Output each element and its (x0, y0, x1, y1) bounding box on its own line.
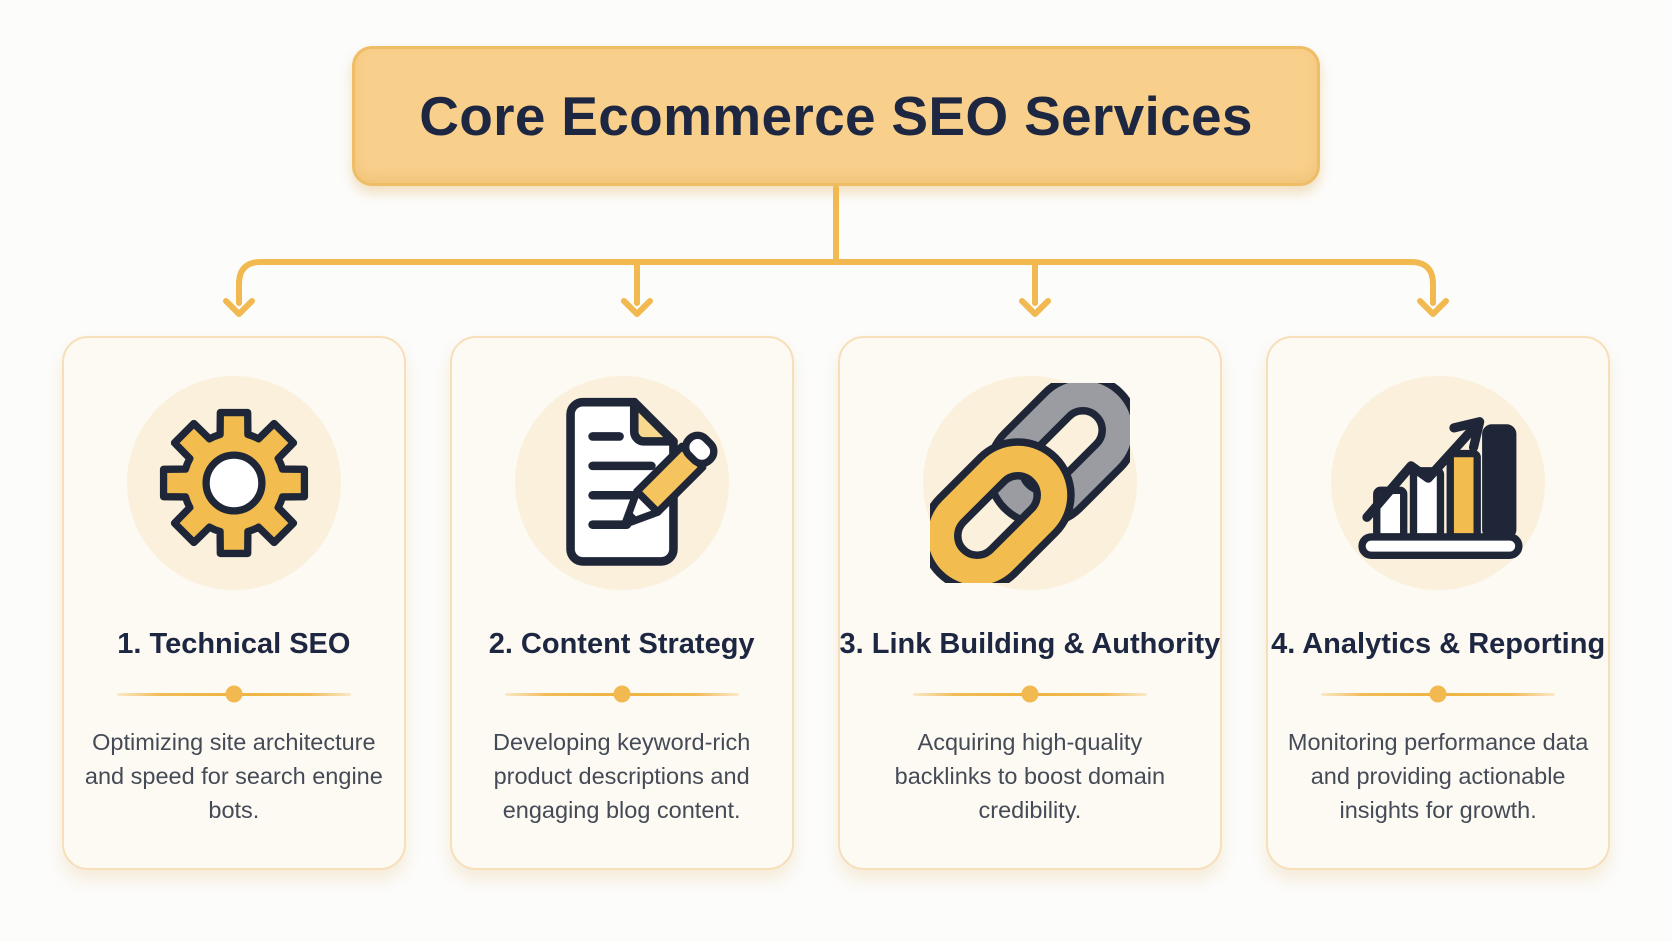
card-title: 3. Link Building & Authority (839, 628, 1221, 660)
card-description: Monitoring performance data and providin… (1287, 729, 1589, 824)
arrowhead-down-icon (621, 298, 653, 317)
gear-icon (159, 408, 308, 558)
card-link-building: 3. Link Building & Authority Acquiring h… (837, 336, 1223, 870)
card-title: 1. Technical SEO (117, 628, 351, 660)
card-title: 2. Content Strategy (488, 628, 755, 660)
document-pencil-icon (565, 397, 718, 566)
icon-circle (922, 376, 1137, 590)
divider (912, 685, 1147, 703)
card-description: Developing keyword-rich product descript… (492, 729, 751, 824)
divider (1321, 685, 1556, 703)
card-description: Acquiring high-quality backlinks to boos… (894, 729, 1166, 824)
icon-circle (1331, 376, 1546, 590)
divider-dot (225, 685, 243, 703)
bar-chart-growth-icon (1358, 417, 1523, 559)
divider-dot (613, 685, 631, 703)
card-description: Optimizing site architecture and speed f… (84, 729, 383, 824)
arrowhead-down-icon (1019, 298, 1051, 317)
card-content-strategy: 2. Content Strategy Developing keyword-r… (449, 336, 794, 870)
card-analytics-reporting: 4. Analytics & Reporting Monitoring perf… (1266, 336, 1610, 870)
divider-dot (1021, 685, 1039, 703)
divider (116, 685, 351, 703)
arrowhead-down-icon (1417, 298, 1449, 317)
icon-circle (126, 376, 341, 590)
page-title: Core Ecommerce SEO Services (419, 85, 1253, 147)
branch-line (236, 259, 1436, 306)
icon-circle (514, 376, 729, 590)
service-cards-row: 1. Technical SEO Optimizing site archite… (62, 336, 1610, 870)
divider-dot (1429, 685, 1447, 703)
connector-arrows (223, 185, 1449, 317)
chain-link-icon (929, 383, 1130, 583)
card-title: 4. Analytics & Reporting (1271, 628, 1606, 660)
card-technical-seo: 1. Technical SEO Optimizing site archite… (62, 336, 406, 870)
title-banner: Core Ecommerce SEO Services (352, 46, 1320, 186)
divider (504, 685, 739, 703)
arrowhead-down-icon (223, 298, 255, 317)
